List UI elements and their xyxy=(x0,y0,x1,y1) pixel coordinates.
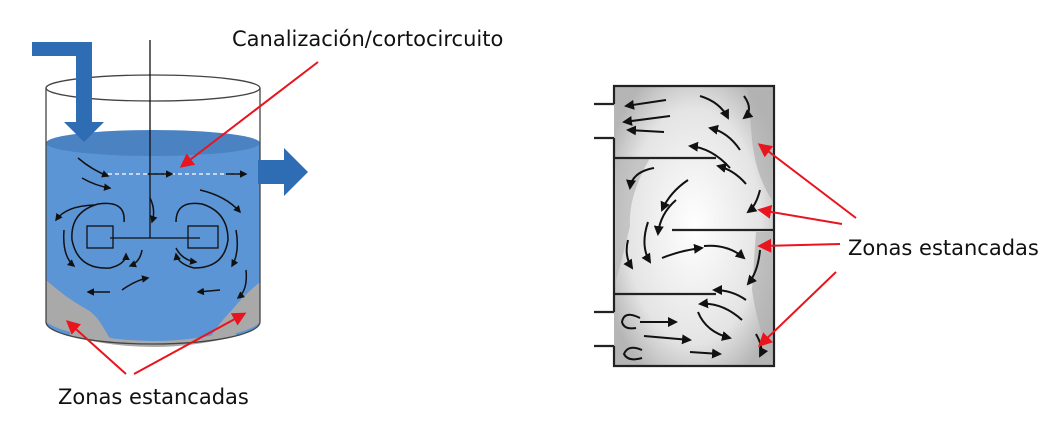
flow-arrow xyxy=(81,177,112,191)
flow-loop-left xyxy=(71,202,130,269)
flow-arrow xyxy=(661,243,704,259)
dead-zone-mid-left xyxy=(616,158,650,280)
flow-arrow xyxy=(121,275,150,291)
flow-loop xyxy=(620,313,641,330)
flow-arrow xyxy=(175,247,198,265)
flow-arrow xyxy=(641,221,652,264)
flow-arrow xyxy=(698,298,743,321)
flow-arrow xyxy=(708,124,741,151)
flow-arrow xyxy=(622,115,671,126)
outflow-arrow-icon xyxy=(258,148,308,196)
flow-arrow xyxy=(231,229,239,268)
stagnant-zone-left xyxy=(46,280,110,338)
tank-bottom xyxy=(45,321,261,345)
flow-arrow xyxy=(703,244,746,260)
flow-arrow xyxy=(624,99,667,110)
pointer-arrow-channeling xyxy=(179,61,319,168)
flow-arrow xyxy=(712,285,747,301)
label-dead-zones-right: Zonas estancadas xyxy=(848,236,1039,260)
inlet-pipe-icon xyxy=(594,310,614,348)
label-channeling: Canalización/cortocircuito xyxy=(232,27,504,51)
flow-arrow xyxy=(643,334,692,345)
flow-arrow xyxy=(149,197,158,224)
inflow-arrow-icon xyxy=(32,42,104,142)
flow-arrow xyxy=(196,287,221,296)
flow-arrow xyxy=(746,249,761,286)
flow-arrow xyxy=(62,229,76,267)
flow-arrow xyxy=(660,179,689,212)
baffled-vessel xyxy=(594,84,857,368)
pointer-arrow-dead-right xyxy=(133,312,247,375)
flow-arrow xyxy=(716,163,747,185)
pointer-arrow-dead-3 xyxy=(757,238,841,253)
flow-arrow xyxy=(626,125,665,136)
vessel-body xyxy=(614,86,774,366)
flow-arrow xyxy=(199,189,241,214)
flow-arrow xyxy=(746,189,761,214)
flow-arrows-icon xyxy=(620,95,769,361)
flow-arrow xyxy=(697,311,732,341)
flow-arrow xyxy=(623,239,634,270)
flow-arrow xyxy=(77,157,110,178)
flow-arrow xyxy=(626,167,655,190)
label-dead-zones-left: Zonas estancadas xyxy=(58,385,249,409)
pointer-arrow-dead-left xyxy=(65,320,127,375)
impeller-blade-left xyxy=(86,225,114,249)
flow-loop-right xyxy=(173,202,229,269)
tank-water xyxy=(46,143,260,344)
flow-arrow xyxy=(742,95,754,120)
flow-arrow xyxy=(653,199,677,236)
flow-arrow xyxy=(699,95,729,120)
stagnant-zone-right xyxy=(210,282,260,338)
outlet-pipe-icon xyxy=(594,102,614,140)
circulation-arrows-icon xyxy=(55,157,248,299)
water-surface xyxy=(46,130,260,156)
flow-arrow xyxy=(55,204,95,222)
pointer-arrow-dead-1 xyxy=(757,143,857,219)
wall-outline xyxy=(612,84,776,368)
flow-arrow xyxy=(236,269,248,299)
stirred-tank xyxy=(32,40,319,375)
flow-arrow xyxy=(689,348,722,359)
flow-loop xyxy=(622,346,643,361)
flow-arrow xyxy=(128,249,143,268)
vessel-walls xyxy=(612,84,776,368)
pointer-arrow-dead-2 xyxy=(757,204,843,225)
pointer-arrow-dead-4 xyxy=(757,271,837,347)
impeller-blade-right xyxy=(187,225,219,249)
